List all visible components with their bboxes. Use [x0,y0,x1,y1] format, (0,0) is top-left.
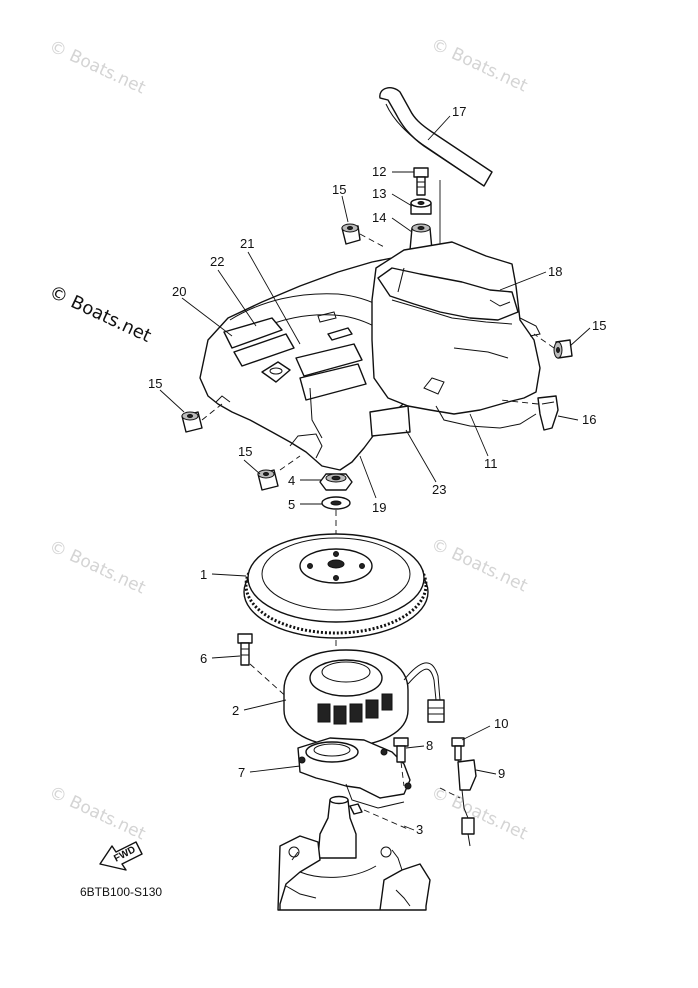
hose-part-17 [379,87,493,187]
callout-15: 15 [332,182,346,197]
watermark: © Boats.net [428,782,531,844]
stator-part-2 [283,649,445,747]
grommet-part-15-left [181,411,203,433]
callout-3: 3 [416,822,423,837]
watermark: © Boats.net [46,36,149,98]
watermark: © Boats.net [428,534,531,596]
callout-21: 21 [240,236,254,251]
watermark-main: © Boats.net [46,281,154,346]
callout-14: 14 [372,210,386,225]
callout-13: 13 [372,186,386,201]
callout-7: 7 [238,765,245,780]
clamp-part-16 [537,395,559,431]
callout-6: 6 [200,651,207,666]
washer-part-13 [410,198,432,215]
watermark: © Boats.net [428,34,531,96]
base-part-7 [297,737,412,809]
callout-11: 11 [484,456,498,471]
grommet-part-15-right [553,339,573,359]
bolt-part-10 [451,737,465,761]
grommet-part-15-top [341,223,361,245]
callout-1: 1 [200,567,207,582]
watermark: © Boats.net [46,782,149,844]
callout-23: 23 [432,482,446,497]
callout-4: 4 [288,473,295,488]
callout-19: 19 [372,500,386,515]
crankcase [277,835,431,911]
crankshaft-part-3 [317,795,411,859]
callout-8: 8 [426,738,433,753]
callout-20: 20 [172,284,186,299]
fwd-arrow: FWD [99,841,143,871]
callout-15: 15 [238,444,252,459]
callout-17: 17 [452,104,466,119]
callout-15: 15 [592,318,606,333]
nut-part-4 [319,473,353,491]
callout-18: 18 [548,264,562,279]
watermark: © Boats.net [46,536,149,598]
bolt-part-12 [413,167,429,196]
washer-part-5 [321,496,351,510]
sensor-part-9 [439,759,477,847]
callout-15: 15 [148,376,162,391]
bolt-part-6 [237,633,253,666]
flywheel-part-1 [243,533,429,639]
callout-2: 2 [232,703,239,718]
callout-16: 16 [582,412,596,427]
grommet-part-15-bottom [257,469,279,491]
callout-10: 10 [494,716,508,731]
diagram-code: 6BTB100-S130 [80,885,162,899]
callouts: 17 12 13 14 15 18 15 16 11 23 19 20 22 2… [148,104,606,837]
grommet-part-14 [409,223,433,251]
cover-part-11 [369,241,541,437]
callout-9: 9 [498,766,505,781]
callout-12: 12 [372,164,386,179]
leader-lines [159,115,591,831]
callout-22: 22 [210,254,224,269]
callout-5: 5 [288,497,295,512]
